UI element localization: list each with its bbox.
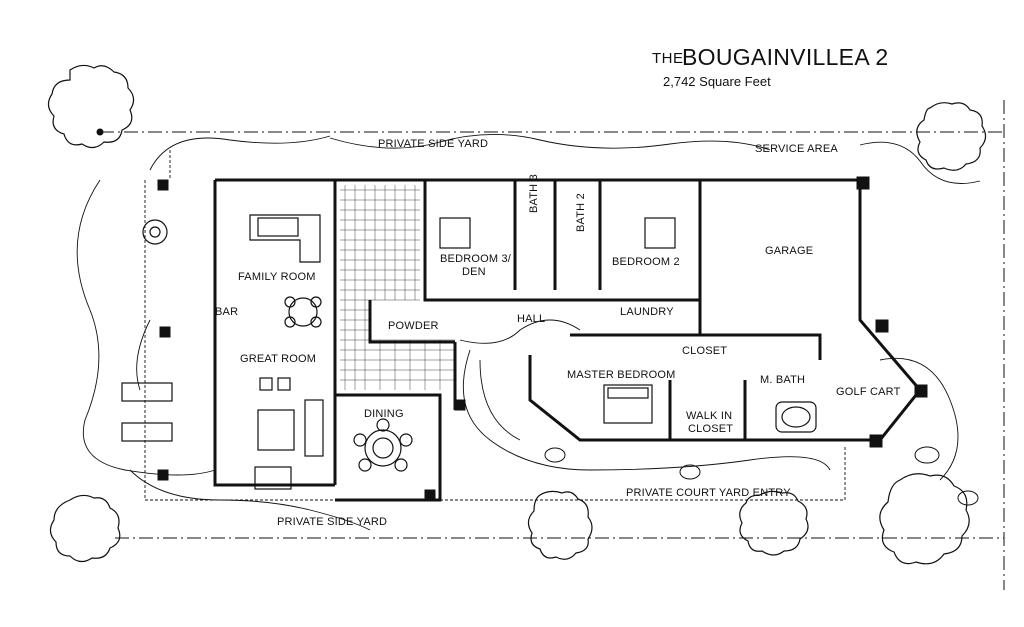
tree-top-right: [916, 102, 987, 171]
label-bedroom2: BEDROOM 2: [612, 256, 680, 268]
label-private-side-yard-bottom: PRIVATE SIDE YARD: [277, 516, 388, 528]
lounge-chairs: [121, 382, 173, 442]
label-master-bedroom: MASTER BEDROOM: [567, 369, 676, 381]
label-walk-in-line2: CLOSET: [688, 423, 734, 435]
tree-bottom-middle: [527, 490, 593, 560]
plan-square-footage: 2,742 Square Feet: [663, 74, 771, 89]
tree-bottom-right-1: [739, 490, 809, 556]
property-line: [100, 100, 1005, 590]
tile-grid: [340, 185, 455, 390]
bedroom2-bed: [644, 217, 676, 249]
tree-top-left: [47, 64, 135, 149]
label-laundry: LAUNDRY: [620, 306, 674, 318]
courtyard-path: [144, 150, 846, 501]
label-golf-cart: GOLF CART: [836, 386, 901, 398]
master-bed: [603, 384, 653, 424]
label-dining: DINING: [364, 408, 404, 420]
label-hall: HALL: [517, 313, 546, 325]
label-service-area: SERVICE AREA: [755, 143, 838, 155]
landscape-paths: [76, 134, 981, 531]
label-bar: BAR: [215, 306, 239, 318]
boulders: [544, 446, 979, 506]
label-family-room: FAMILY ROOM: [238, 271, 316, 283]
label-powder: POWDER: [388, 320, 439, 332]
dining-table: [353, 418, 413, 472]
tree-bottom-right-2: [879, 473, 970, 565]
label-great-room: GREAT ROOM: [240, 353, 317, 365]
tree-bottom-left: [49, 494, 121, 563]
plan-title-prefix: THE: [652, 50, 684, 67]
label-master-bath: M. BATH: [760, 374, 806, 386]
bedroom3-bed: [439, 217, 471, 249]
label-bedroom3-line2: DEN: [462, 266, 486, 278]
label-bedroom3-line1: BEDROOM 3/: [440, 253, 512, 265]
sectional-sofa: [249, 214, 321, 263]
label-courtyard-entry: PRIVATE COURT YARD ENTRY: [626, 487, 791, 499]
garage-door-posts: [157, 176, 928, 501]
plan-title: BOUGAINVILLEA 2: [682, 44, 889, 70]
label-garage: GARAGE: [765, 245, 814, 257]
bathtub: [775, 401, 817, 433]
great-room-furniture: [254, 377, 324, 490]
label-bath2: BATH 2: [575, 193, 587, 232]
label-private-side-yard-top: PRIVATE SIDE YARD: [378, 138, 489, 150]
label-bath3: BATH 3: [528, 174, 540, 213]
house-walls: [213, 178, 922, 502]
dining-table-family: [284, 296, 322, 328]
label-closet: CLOSET: [682, 345, 728, 357]
label-walk-in-line1: WALK IN: [686, 410, 733, 422]
patio-table: [142, 219, 168, 245]
